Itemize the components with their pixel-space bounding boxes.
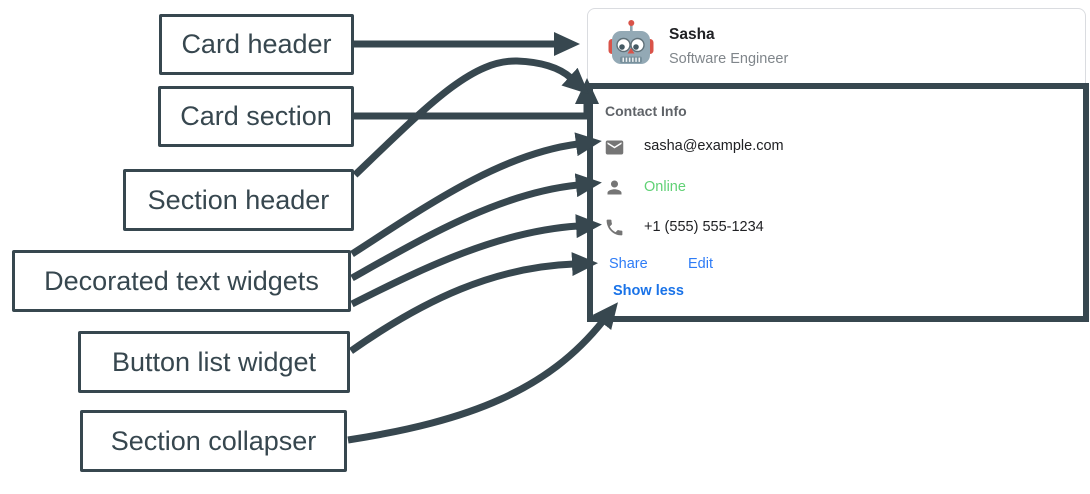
edit-button[interactable]: Edit — [688, 256, 713, 272]
card-subtitle: Software Engineer — [669, 51, 789, 67]
arrow-card-section — [354, 78, 599, 120]
contact-card: Sasha Software Engineer Contact Info sas… — [587, 8, 1086, 321]
robot-avatar-icon — [608, 20, 654, 64]
label-button-list-widget: Button list widget — [78, 331, 350, 393]
decorated-text-status: Online — [644, 179, 686, 195]
label-section-collapser: Section collapser — [80, 410, 347, 472]
arrow-section-collapser — [347, 302, 618, 444]
person-icon — [607, 180, 622, 195]
label-card-section: Card section — [158, 86, 354, 147]
section-header: Contact Info — [605, 103, 687, 119]
card-title: Sasha — [669, 26, 715, 43]
card-header: Sasha Software Engineer — [588, 9, 1085, 87]
arrow-button-list — [348, 252, 598, 354]
label-decorated-text-widgets: Decorated text widgets — [12, 250, 351, 312]
decorated-text-phone: +1 (555) 555-1234 — [644, 219, 764, 235]
phone-icon — [606, 219, 623, 236]
show-less-button[interactable]: Show less — [613, 283, 684, 299]
label-card-header: Card header — [159, 14, 354, 75]
arrow-decorated-text-3 — [350, 214, 602, 308]
share-button[interactable]: Share — [609, 256, 648, 272]
decorated-text-email: sasha@example.com — [644, 138, 784, 154]
arrow-decorated-text-1 — [350, 132, 602, 257]
arrow-section-header — [352, 57, 589, 178]
label-section-header: Section header — [123, 169, 354, 231]
email-icon — [605, 140, 624, 155]
arrow-decorated-text-2 — [350, 173, 602, 282]
